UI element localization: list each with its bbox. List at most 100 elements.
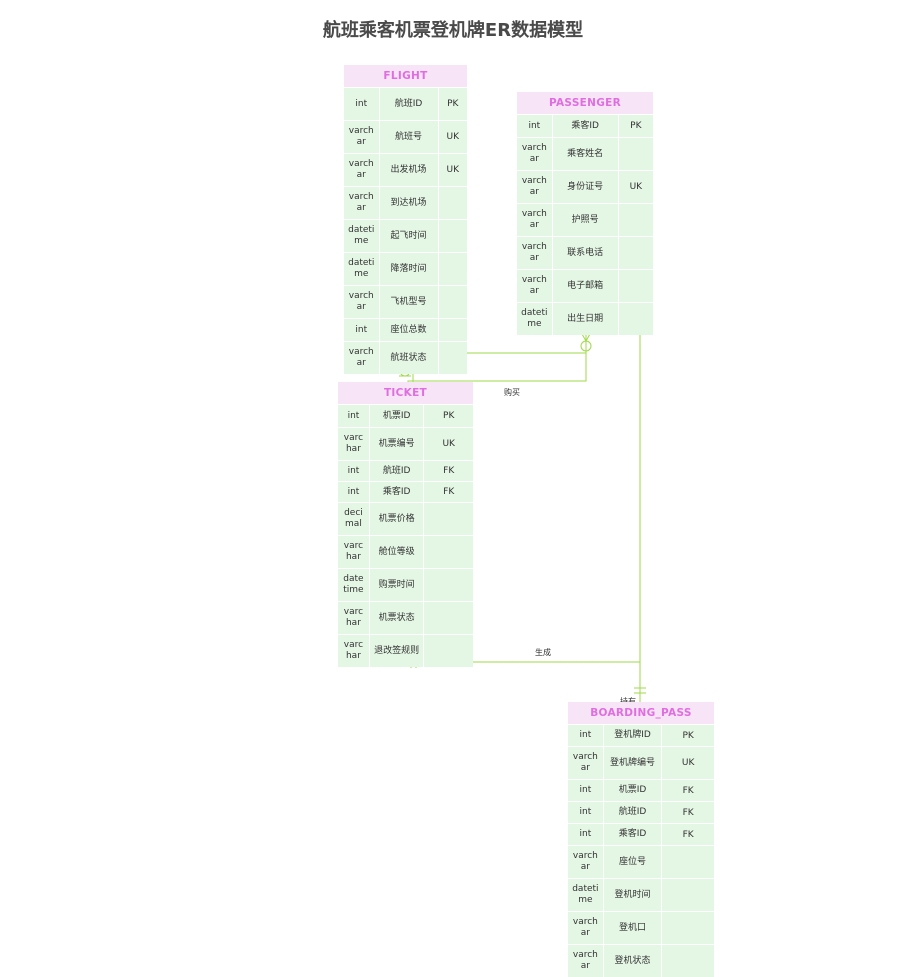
field-type: varchar [348,159,374,180]
field-name: 身份证号 [551,171,618,203]
field-name: 乘客ID [602,824,662,845]
field-key [661,846,714,878]
field-name: 护照号 [551,204,618,236]
field-type: int [579,730,592,740]
field-type: datetime [572,884,599,905]
field-type: varchar [572,851,598,872]
entity-header: BOARDING_PASS [568,702,714,724]
field-type: decimal [344,508,363,529]
field-key [437,319,467,341]
field-name: 机票ID [368,405,424,427]
field-name: 出发机场 [378,154,438,186]
field-type: varchar [343,433,364,454]
field-type: varchar [572,752,598,773]
field-type: int [579,807,592,817]
field-name: 座位总数 [378,319,438,341]
field-name: 航班状态 [378,342,438,374]
field-key: FK [661,802,714,823]
field-key [661,945,714,977]
field-type: varchar [348,291,374,312]
field-type: varchar [521,209,547,230]
field-type: int [579,829,592,839]
field-key [423,536,473,568]
field-key [423,602,473,634]
field-name: 登机状态 [602,945,662,977]
field-type: varchar [521,242,547,263]
field-name: 联系电话 [551,237,618,269]
field-type: varchar [521,275,547,296]
field-name: 座位号 [602,846,662,878]
field-type: int [355,324,368,335]
relation-label-purchase: 购买 [504,388,520,397]
field-key: PK [661,725,714,746]
field-type: datetime [343,574,364,595]
field-name: 机票状态 [368,602,424,634]
field-name: 航班ID [368,461,424,481]
field-type: datetime [348,258,375,279]
field-key [437,253,467,285]
field-key [661,912,714,944]
field-name: 电子邮箱 [551,270,618,302]
field-type: int [347,465,360,476]
field-type: datetime [348,225,375,246]
field-key [437,187,467,219]
field-key: PK [617,115,653,137]
field-key [423,503,473,535]
field-name: 航班ID [378,88,438,120]
field-name: 飞机型号 [378,286,438,318]
field-name: 乘客姓名 [551,138,618,170]
field-type: int [528,120,541,131]
field-name: 乘客ID [551,115,618,137]
field-type: varchar [348,192,374,213]
field-type: int [347,486,360,497]
field-name: 出生日期 [551,303,618,335]
field-key: FK [423,461,473,481]
field-name: 舱位等级 [368,536,424,568]
field-name: 乘客ID [368,482,424,502]
field-name: 起飞时间 [378,220,438,252]
field-key: UK [661,747,714,779]
field-key [437,342,467,374]
field-key: FK [661,824,714,845]
relation-label-generate: 生成 [535,648,551,657]
passenger-boarding-line [610,326,641,702]
field-type: varchar [521,143,547,164]
field-key [423,569,473,601]
field-key: PK [437,88,467,120]
relation-label-holds: 持有 [620,696,636,707]
field-key: UK [617,171,653,203]
field-key: PK [423,405,473,427]
field-key [437,286,467,318]
field-type: int [579,785,592,795]
field-name: 航班ID [602,802,662,823]
field-type: varchar [348,347,374,368]
field-name: 到达机场 [378,187,438,219]
field-key: FK [661,780,714,801]
